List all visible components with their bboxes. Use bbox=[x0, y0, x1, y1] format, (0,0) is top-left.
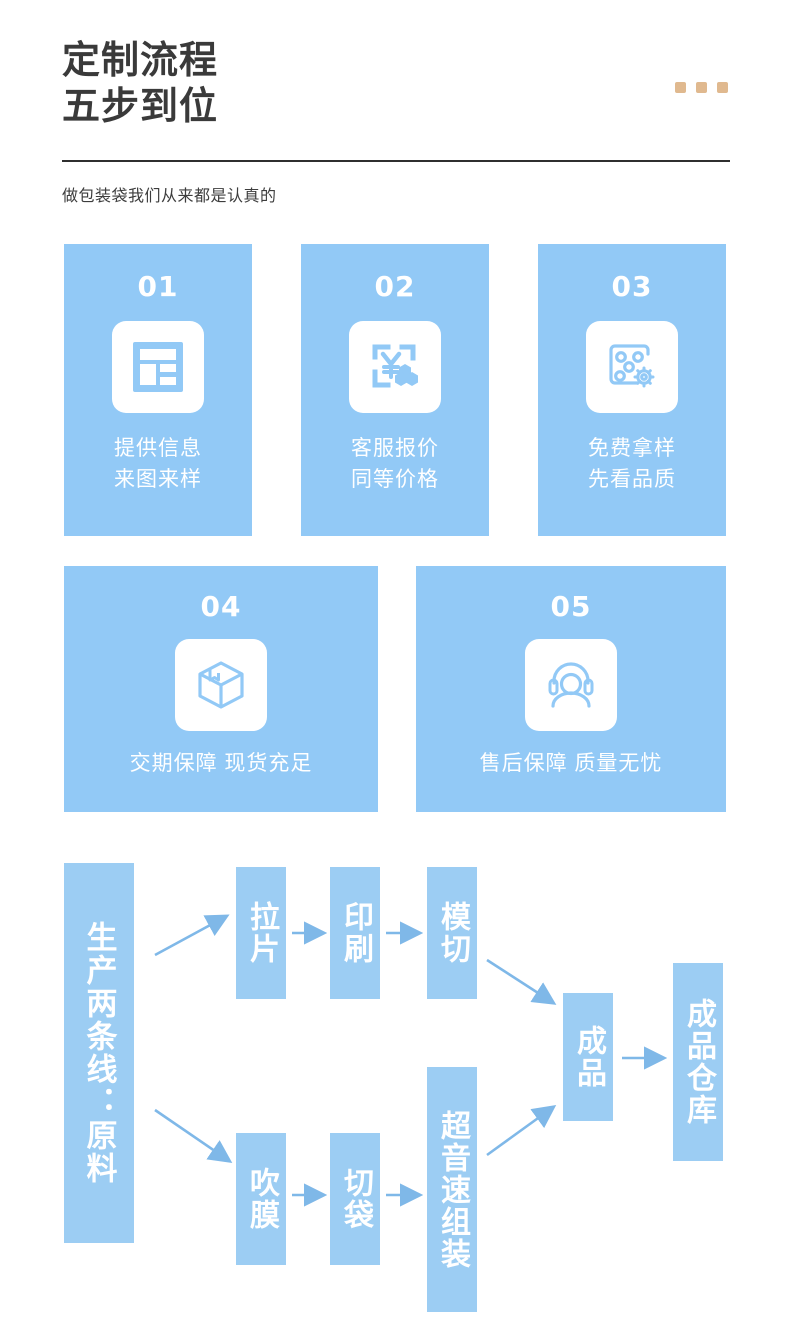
flow-node-line-b-1[interactable]: 吹膜 bbox=[236, 1133, 286, 1265]
step-label: 售后保障 质量无忧 bbox=[479, 752, 663, 775]
step-label: 客服报价 同等价格 bbox=[351, 437, 439, 491]
three-dots-decoration-icon bbox=[675, 82, 728, 93]
yen-price-quote-icon bbox=[349, 321, 441, 413]
flow-node-line-b-3[interactable]: 超音速组装 bbox=[427, 1067, 477, 1312]
layout-template-icon bbox=[112, 321, 204, 413]
step-number: 01 bbox=[137, 270, 179, 303]
sample-gear-icon bbox=[586, 321, 678, 413]
flow-node-line-a-3[interactable]: 模切 bbox=[427, 867, 477, 999]
flow-node-line-a-2[interactable]: 印刷 bbox=[330, 867, 380, 999]
flow-node-end[interactable]: 成品仓库 bbox=[673, 963, 723, 1161]
step-card-02[interactable]: 02 客服报价 同等价格 bbox=[301, 244, 489, 536]
dot-1 bbox=[675, 82, 686, 93]
flow-node-line-b-2[interactable]: 切袋 bbox=[330, 1133, 380, 1265]
step-number: 03 bbox=[611, 270, 653, 303]
dot-3 bbox=[717, 82, 728, 93]
steps-row-bottom: 04 交期保障 现货充足 05 bbox=[0, 566, 790, 812]
page-title: 定制流程 五步到位 bbox=[62, 40, 219, 128]
step-card-01[interactable]: 01 提供信息 来图来样 bbox=[64, 244, 252, 536]
headset-support-icon bbox=[525, 639, 617, 731]
flow-node-merge[interactable]: 成品 bbox=[563, 993, 613, 1121]
package-box-icon bbox=[175, 639, 267, 731]
step-number: 05 bbox=[550, 590, 592, 623]
step-label: 交期保障 现货充足 bbox=[129, 752, 313, 775]
step-card-04[interactable]: 04 交期保障 现货充足 bbox=[64, 566, 378, 812]
production-flowchart: 生产两条线：原料 拉片 印刷 模切 吹膜 切袋 超音速组装 成品 成品仓库 bbox=[0, 855, 790, 1315]
dot-2 bbox=[696, 82, 707, 93]
step-number: 04 bbox=[200, 590, 242, 623]
step-label: 提供信息 来图来样 bbox=[114, 437, 202, 491]
step-card-05[interactable]: 05 售后保障 质量无忧 bbox=[416, 566, 726, 812]
header-divider bbox=[62, 160, 730, 162]
step-label: 免费拿样 先看品质 bbox=[588, 437, 676, 491]
page-subtitle: 做包装袋我们从来都是认真的 bbox=[62, 188, 277, 205]
step-card-03[interactable]: 03 免费拿样 先看品质 bbox=[538, 244, 726, 536]
steps-row-top: 01 提供信息 来图来样 02 bbox=[0, 244, 790, 536]
step-number: 02 bbox=[374, 270, 416, 303]
flow-node-start[interactable]: 生产两条线：原料 bbox=[64, 863, 134, 1243]
flow-node-line-a-1[interactable]: 拉片 bbox=[236, 867, 286, 999]
